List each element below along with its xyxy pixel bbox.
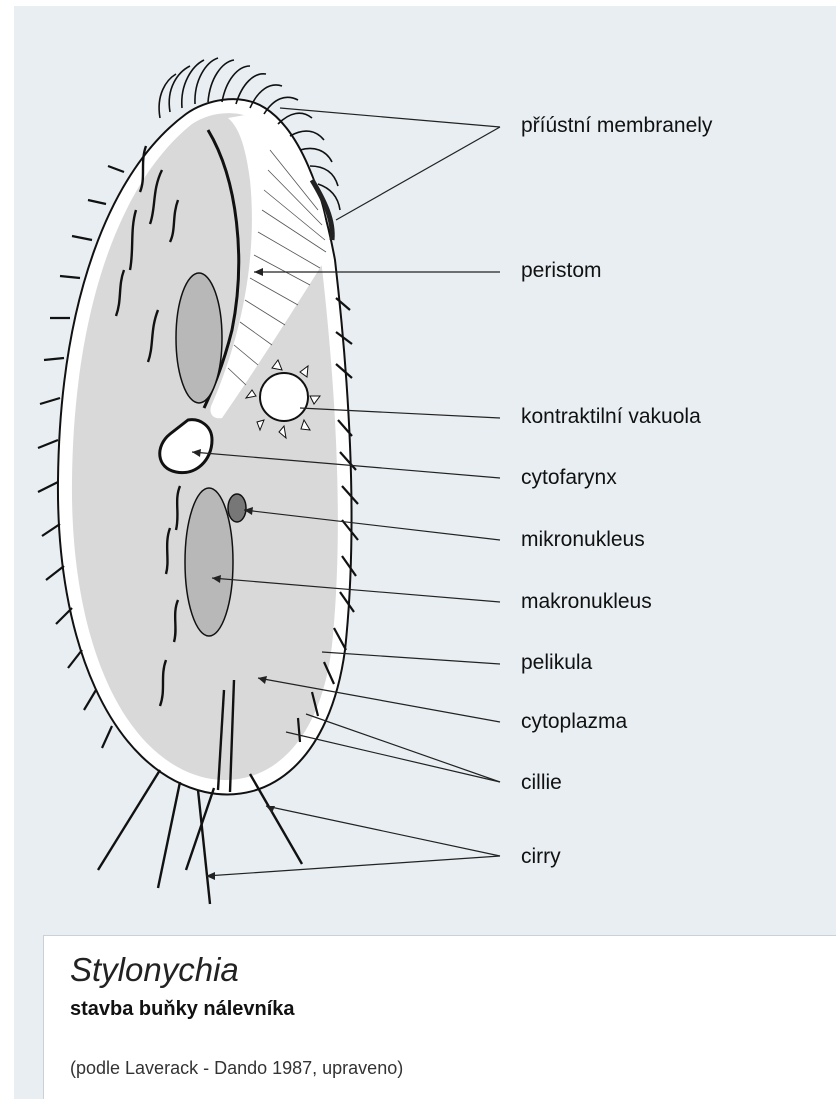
label-cillie: cillie [521, 771, 562, 795]
label-makronukleus: makronukleus [521, 590, 652, 614]
label-vakuola: kontraktilní vakuola [521, 405, 701, 429]
caption-subtitle: stavba buňky nálevníka [70, 998, 295, 1021]
caption-source: (podle Laverack - Dando 1987, upraveno) [70, 1058, 403, 1079]
label-cirry: cirry [521, 845, 561, 869]
label-membranely: příústní membranely [521, 114, 712, 138]
label-mikronukleus: mikronukleus [521, 528, 645, 552]
label-pelikula: pelikula [521, 651, 592, 675]
caption-title: Stylonychia [70, 951, 239, 989]
macronucleus [185, 488, 233, 636]
label-peristom: peristom [521, 259, 602, 283]
caption-box: Stylonychia stavba buňky nálevníka (podl… [43, 935, 836, 1099]
food-vacuole-oval [176, 273, 222, 403]
cell-diagram [0, 0, 836, 935]
label-cytoplazma: cytoplazma [521, 710, 627, 734]
label-cytofarynx: cytofarynx [521, 466, 617, 490]
micronucleus [228, 494, 246, 522]
